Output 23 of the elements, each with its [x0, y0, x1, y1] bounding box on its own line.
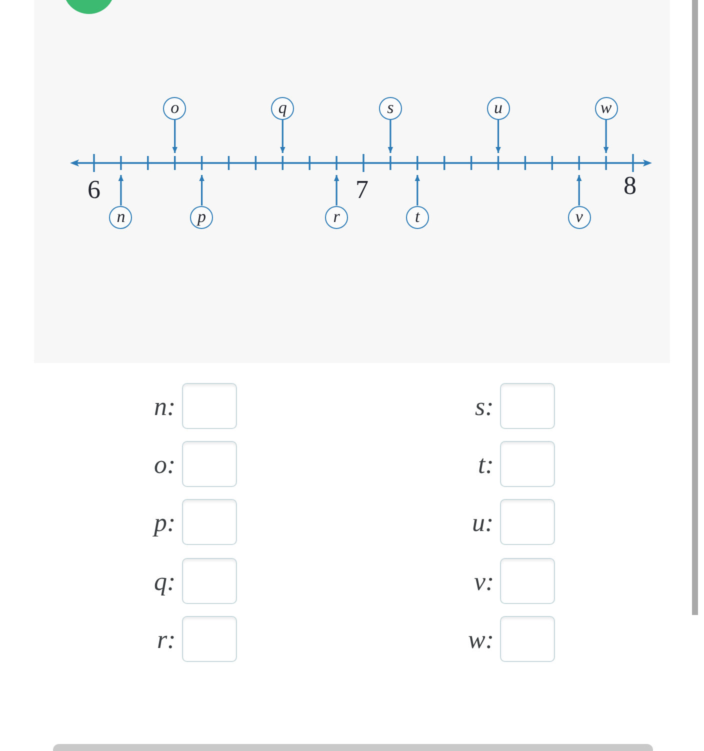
variable-label: v: — [474, 567, 494, 597]
variable-label: r: — [157, 625, 176, 655]
leader-arrow — [199, 175, 204, 206]
leader-arrow — [334, 175, 340, 206]
leader-arrow — [496, 120, 501, 153]
tick-label: 7 — [356, 177, 368, 203]
variable-label: n: — [154, 392, 176, 422]
leader-arrow — [118, 175, 124, 206]
leader-arrow — [280, 120, 286, 153]
variable-label: w: — [468, 625, 494, 655]
leader-arrow — [388, 120, 394, 153]
variable-label: s: — [475, 392, 494, 422]
tick-label: 6 — [88, 177, 100, 203]
variable-label: q: — [154, 567, 176, 597]
variable-label: p: — [154, 508, 176, 538]
leader-arrow — [172, 120, 178, 153]
variable-label: u: — [472, 508, 494, 538]
variable-label: o: — [154, 450, 176, 480]
leader-arrow — [414, 175, 420, 206]
leader-arrow — [603, 120, 609, 153]
tick-label: 8 — [624, 173, 636, 199]
leader-arrow — [576, 175, 582, 206]
variable-label: t: — [478, 450, 494, 480]
